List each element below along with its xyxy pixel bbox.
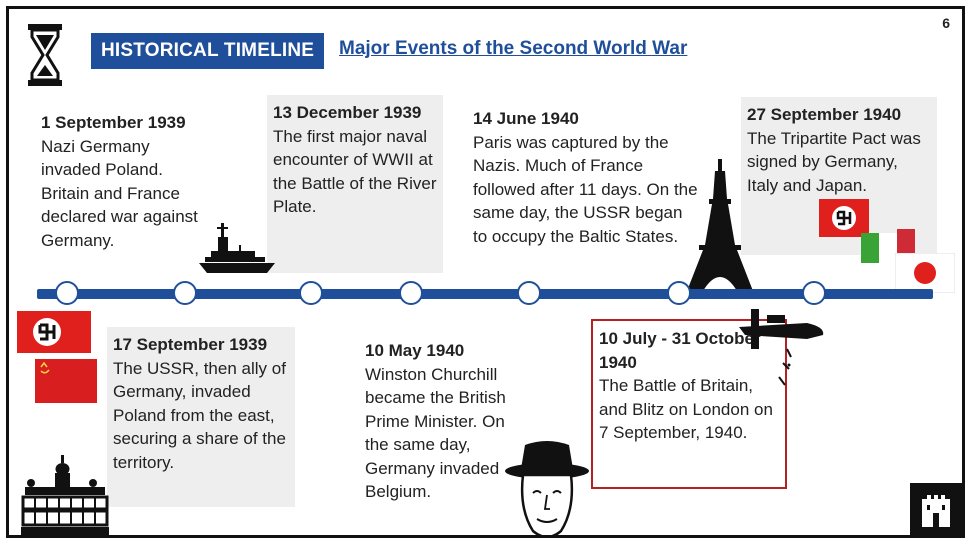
castle-icon <box>922 495 950 527</box>
event-card-1: 1 September 1939 Nazi Germany invaded Po… <box>35 105 207 258</box>
italy-flag-icon <box>861 229 915 263</box>
timeline-node <box>55 281 79 305</box>
page-number: 6 <box>942 15 950 31</box>
slide: 6 HISTORICAL TIMELINE Major Events of th… <box>6 6 965 538</box>
event-text: The first major naval encounter of WWII … <box>273 126 437 217</box>
event-date: 13 December 1939 <box>273 103 422 122</box>
event-date: 17 September 1939 <box>113 335 268 354</box>
battleship-icon <box>199 223 275 273</box>
timeline-node <box>299 281 323 305</box>
event-date: 14 June 1940 <box>473 109 579 128</box>
timeline-node <box>667 281 691 305</box>
event-card-2: 13 December 1939 The first major naval e… <box>267 95 443 273</box>
timeline-bar <box>37 289 933 299</box>
event-text: The Battle of Britain, and Blitz on Lond… <box>599 376 773 442</box>
fighter-plane-icon <box>739 309 824 386</box>
event-text: Nazi Germany invaded Poland. Britain and… <box>41 136 198 250</box>
subtitle-link[interactable]: Major Events of the Second World War <box>339 38 688 59</box>
title-badge: HISTORICAL TIMELINE <box>91 33 325 69</box>
japan-flag-icon <box>895 253 955 293</box>
germany-flag-icon <box>819 199 869 237</box>
event-text: Winston Churchill became the British Pri… <box>365 364 506 502</box>
event-date: 10 July - 31 October 1940 <box>599 329 761 372</box>
timeline-node <box>517 281 541 305</box>
kremlin-icon <box>21 455 109 535</box>
timeline-node <box>802 281 826 305</box>
castle-logo-box <box>910 483 962 535</box>
event-text: The Tripartite Pact was signed by German… <box>747 128 921 195</box>
event-date: 1 September 1939 <box>41 113 186 132</box>
event-card-5: 17 September 1939 The USSR, then ally of… <box>107 327 295 507</box>
germany-flag-icon <box>17 311 91 353</box>
event-date: 27 September 1940 <box>747 105 902 124</box>
churchill-portrait-icon <box>505 441 589 535</box>
event-card-3: 14 June 1940 Paris was captured by the N… <box>467 101 707 254</box>
soviet-flag-icon <box>35 359 97 403</box>
event-text: The USSR, then ally of Germany, invaded … <box>113 358 286 472</box>
event-text: Paris was captured by the Nazis. Much of… <box>473 132 698 246</box>
eiffel-tower-icon <box>687 159 753 291</box>
event-date: 10 May 1940 <box>365 341 465 360</box>
event-card-6: 10 May 1940 Winston Churchill became the… <box>359 333 535 510</box>
hourglass-icon <box>28 24 62 86</box>
timeline-node <box>173 281 197 305</box>
timeline-node <box>399 281 423 305</box>
